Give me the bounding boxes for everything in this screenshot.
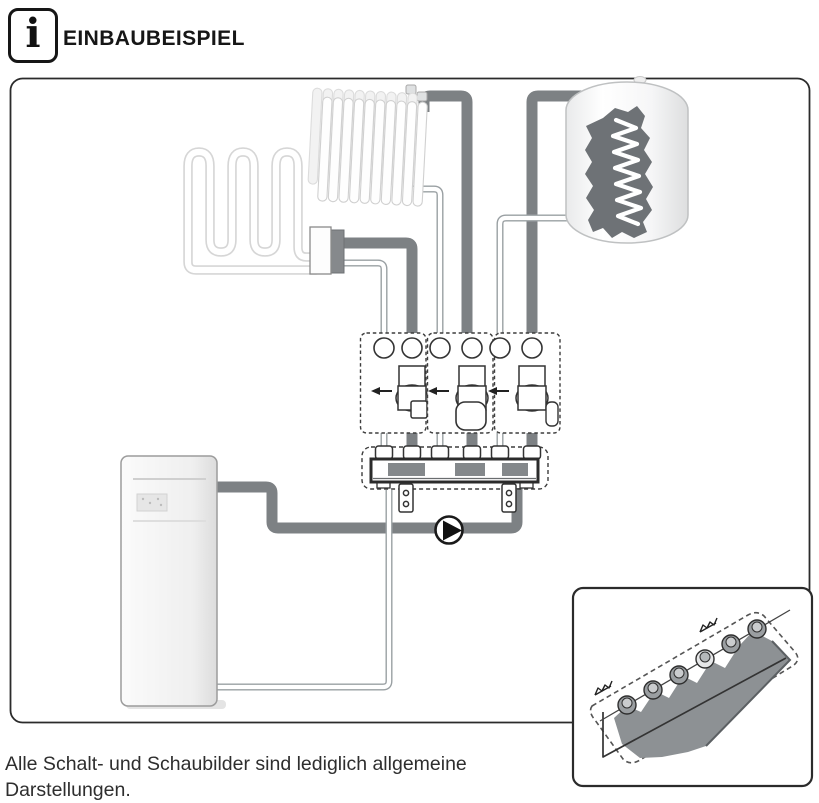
circulation-pump-icon <box>434 515 464 545</box>
distribution-manifold <box>361 445 549 513</box>
hot-water-cylinder <box>565 76 689 244</box>
pipe-underfloor-supply <box>332 237 418 333</box>
manifold-detail-inset <box>571 586 814 788</box>
flow-direction-arrow <box>371 387 392 395</box>
radiator <box>307 84 428 207</box>
pump-group-2 <box>426 332 494 434</box>
info-icon-glyph: i <box>25 10 41 57</box>
manifold-bar-segments <box>388 463 528 476</box>
header: i EINBAUBEISPIEL <box>0 0 819 70</box>
inset-union-nuts <box>617 619 767 715</box>
pipe-heatpump-flow <box>212 481 523 534</box>
control-panel <box>136 493 168 512</box>
underfloor-heating-coil <box>183 147 321 275</box>
flow-direction-arrow <box>428 387 449 395</box>
internal-coil <box>610 117 644 227</box>
pump-group-3 <box>488 332 561 434</box>
mounting-brackets <box>398 483 517 513</box>
manifold-isometric-drawing <box>589 609 799 764</box>
flow-direction-arrow <box>488 387 509 395</box>
disclaimer-caption: Alle Schalt- und Schaubilder sind ledigl… <box>5 752 467 801</box>
mixing-valve <box>455 401 487 431</box>
pump-group-1 <box>359 332 429 434</box>
info-icon: i <box>8 8 58 63</box>
page-title: EINBAUBEISPIEL <box>63 27 245 50</box>
pipe-cylinder-loop <box>526 90 596 333</box>
underfloor-connector-block <box>309 226 345 275</box>
heat-pump-unit <box>120 455 226 709</box>
inset-bracket-symbols <box>594 617 718 696</box>
